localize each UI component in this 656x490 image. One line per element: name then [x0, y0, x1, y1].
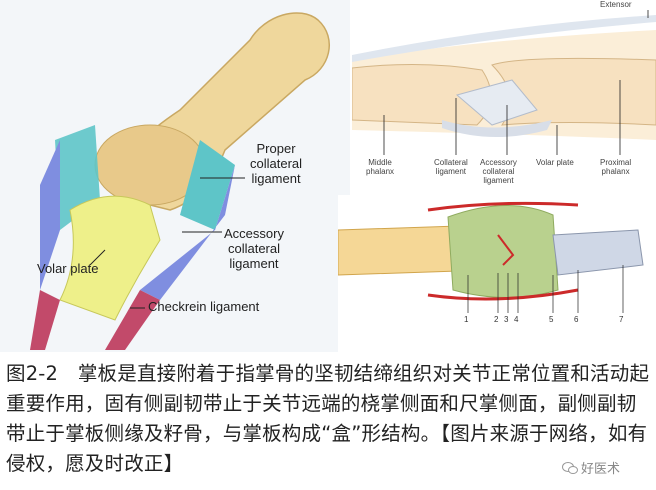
- tendon-sheath: [552, 229, 644, 276]
- artery-branch: [497, 234, 515, 266]
- wechat-icon: [562, 461, 578, 474]
- label-volar-plate: Volar plate: [37, 261, 99, 276]
- marker-7: 7: [619, 315, 624, 324]
- marker-6: 6: [574, 315, 579, 324]
- label-accessory-collateral: Accessory collateral ligament: [224, 226, 284, 271]
- watermark: 好医术: [562, 458, 621, 477]
- volar-plate-anterior: [447, 204, 559, 298]
- collateral-ligament: [455, 79, 538, 126]
- accessory-collateral-left: [40, 140, 60, 290]
- marker-3: 3: [504, 315, 509, 324]
- marker-1: 1: [464, 315, 469, 324]
- artery-bottom: [427, 288, 579, 301]
- extensor-tendon: [352, 15, 656, 62]
- finger-joint-3d-illustration: Proper collateral ligament Accessory col…: [0, 0, 350, 352]
- anterior-joint-illustration: 1 2 3 4 5 6 7: [338, 195, 656, 352]
- label-checkrein: Checkrein ligament: [148, 299, 260, 314]
- artery-top: [427, 201, 579, 212]
- watermark-text: 好医术: [581, 462, 621, 477]
- anterior-drawing: [338, 201, 644, 313]
- volar-plate-lateral: [442, 120, 552, 138]
- figure-caption: 图2-2 掌板是直接附着于指掌骨的坚韧结缔组织对关节正常位置和活动起重要作用，固…: [6, 362, 650, 475]
- lateral-drawing: [352, 10, 656, 155]
- proper-collateral-right: [180, 140, 235, 230]
- checkrein-right: [105, 290, 160, 350]
- figure-area: Proper collateral ligament Accessory col…: [0, 0, 656, 352]
- checkrein-left: [30, 290, 60, 350]
- label-proper-collateral: Proper collateral ligament: [250, 141, 303, 186]
- marker-2: 2: [494, 315, 499, 324]
- accessory-collateral-right: [140, 165, 235, 300]
- label-volar-plate-lateral: Volar plate: [536, 158, 574, 167]
- volar-plate: [59, 195, 161, 321]
- marker-5: 5: [549, 315, 554, 324]
- marker-4: 4: [514, 315, 519, 324]
- label-extensor: Extensor: [600, 0, 632, 9]
- joint-drawing: [30, 12, 331, 350]
